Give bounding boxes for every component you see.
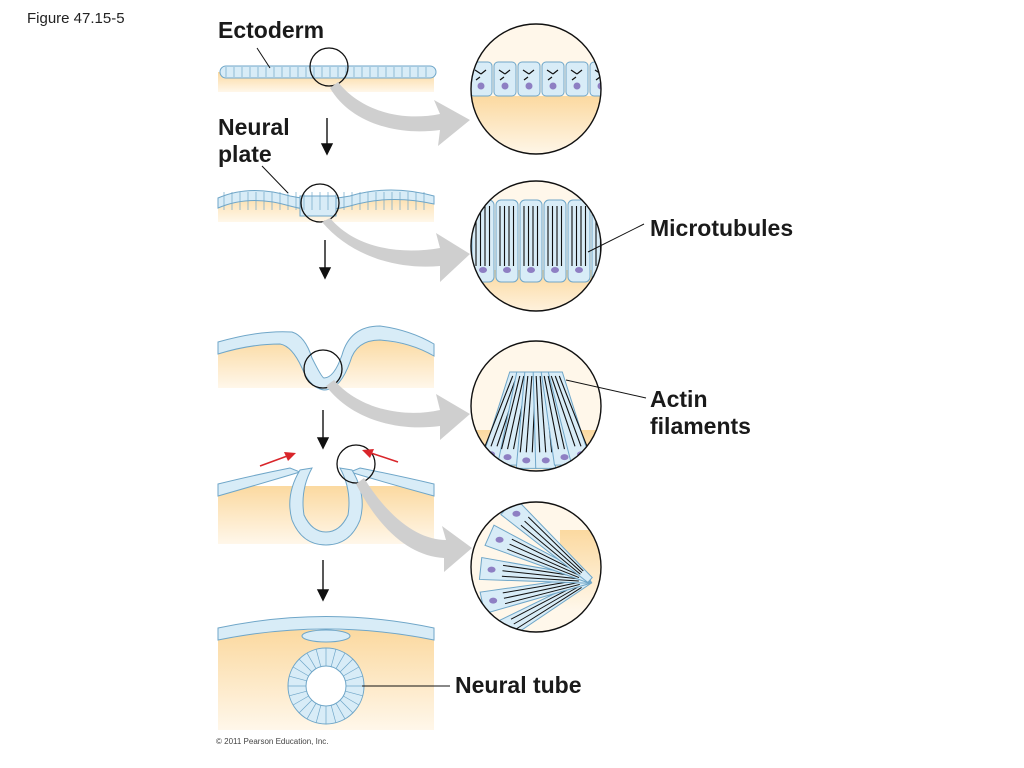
ectoderm-label: Ectoderm xyxy=(218,17,325,43)
stage-5-neural-tube xyxy=(217,616,450,730)
stage-1-ectoderm xyxy=(218,47,437,92)
copyright-credit: © 2011 Pearson Education, Inc. xyxy=(216,737,329,746)
ectoderm-leader-line xyxy=(256,47,271,69)
zoom-view-ectoderm xyxy=(470,23,602,155)
zoom-circle-2 xyxy=(300,183,340,223)
zoom-view-actin xyxy=(470,340,647,472)
zoom-circle-1 xyxy=(309,47,349,87)
movement-arrow-left xyxy=(259,452,296,467)
microtubules-leader-line xyxy=(587,223,645,253)
actin-filaments-label: Actin filaments xyxy=(650,386,751,439)
neural-tube-label: Neural tube xyxy=(455,672,582,698)
figure-title: Figure 47.15-5 xyxy=(27,10,125,27)
neural-plate-label: Neural plate xyxy=(218,114,290,167)
movement-arrow-right xyxy=(362,449,399,463)
zoom-circle-3 xyxy=(303,349,343,389)
zoom-arrow-3 xyxy=(326,380,470,440)
zoom-view-closing xyxy=(470,501,602,633)
zoom-arrow-2 xyxy=(322,218,470,282)
zoom-arrow-1 xyxy=(330,82,470,146)
neural-plate-leader-line xyxy=(261,165,289,194)
stage-2-neural-plate xyxy=(217,165,435,223)
zoom-circle-4 xyxy=(336,444,376,484)
actin-leader-line xyxy=(565,379,647,399)
stage-3-neural-fold xyxy=(217,325,435,391)
zoom-view-microtubules xyxy=(470,180,645,312)
stage-arrows xyxy=(316,118,334,602)
zoom-arrow-4 xyxy=(356,478,472,572)
microtubules-label: Microtubules xyxy=(650,215,794,241)
stage-4-tube-closing xyxy=(217,444,435,546)
